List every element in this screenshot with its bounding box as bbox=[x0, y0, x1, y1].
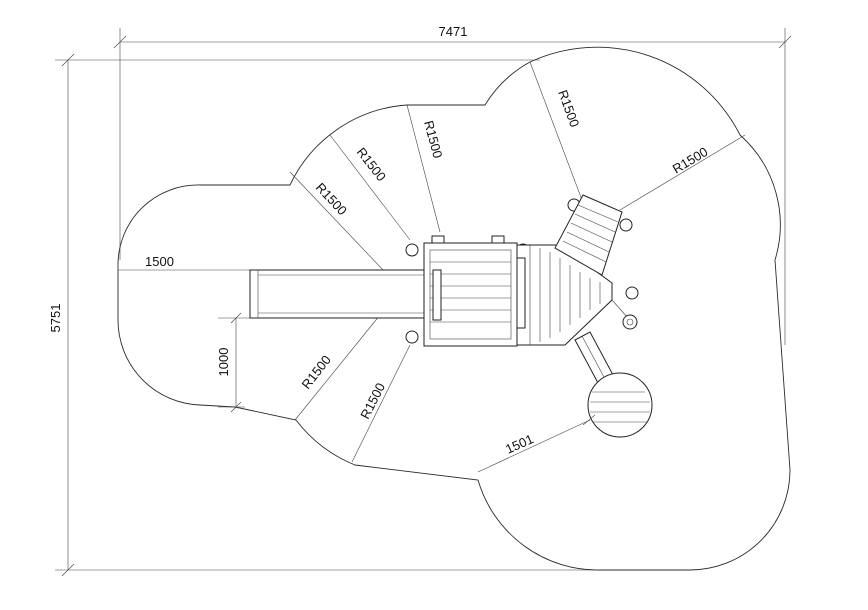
radius-label-3: R1500 bbox=[421, 119, 445, 160]
overall-height-label: 5751 bbox=[48, 304, 63, 333]
post-6 bbox=[619, 218, 633, 232]
round-platform bbox=[587, 372, 653, 438]
ladder bbox=[554, 194, 623, 276]
main-deck-platform bbox=[423, 235, 518, 347]
overall-width-dimension: 7471 bbox=[113, 24, 792, 345]
steering-wheel bbox=[611, 299, 638, 330]
radius-label-7: R1500 bbox=[357, 380, 388, 421]
overall-height-dimension: 5751 bbox=[48, 53, 610, 577]
slide-offset-label: 1500 bbox=[145, 254, 174, 269]
radius-leaders bbox=[289, 61, 746, 463]
radius-label-6: R1500 bbox=[299, 352, 334, 391]
post-2 bbox=[405, 330, 419, 344]
post-1 bbox=[405, 243, 419, 257]
radius-label-5: R1500 bbox=[670, 144, 711, 177]
bridge-length-dimension: 1501 bbox=[477, 414, 596, 473]
secondary-deck bbox=[516, 244, 613, 346]
radius-label-2: R1500 bbox=[354, 145, 389, 184]
slide-offset-dimension: 1500 bbox=[118, 254, 420, 271]
slide bbox=[249, 269, 426, 319]
overall-width-label: 7471 bbox=[439, 24, 468, 39]
slide-length-dimension: 1000 bbox=[216, 312, 265, 413]
radius-label-1: R1500 bbox=[313, 180, 350, 218]
slide-length-label: 1000 bbox=[216, 348, 231, 377]
radius-label-4: R1500 bbox=[555, 88, 582, 129]
post-7 bbox=[625, 286, 639, 300]
